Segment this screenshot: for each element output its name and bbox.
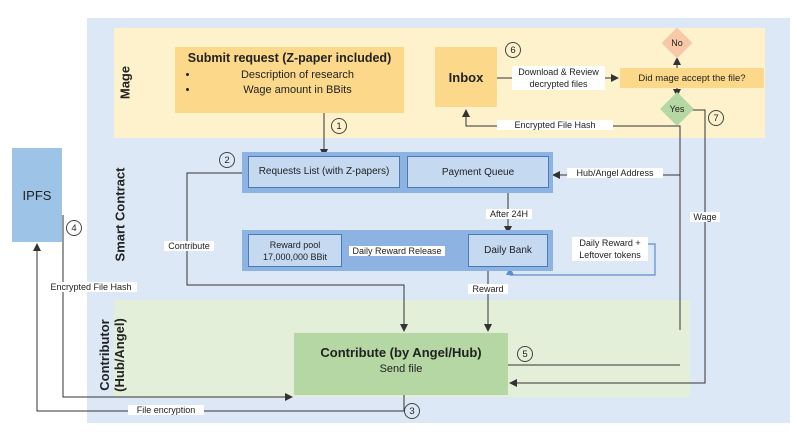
file-encryption-label: File encryption — [128, 405, 204, 415]
step-5: 5 — [517, 346, 533, 362]
contribute-box: Contribute (by Angel/Hub) Send file — [294, 333, 508, 395]
submit-request-bullets: Description of research Wage amount in B… — [183, 68, 396, 98]
encrypted-file-hash-label: Encrypted File Hash — [497, 120, 613, 130]
yes-label: Yes — [669, 104, 685, 114]
encrypted-file-hash-left-label: Encrypted File Hash — [45, 282, 137, 292]
inbox-box: Inbox — [435, 47, 497, 107]
reward-label: Reward — [468, 284, 508, 294]
submit-request-title: Submit request (Z-paper included) — [187, 51, 392, 65]
step-4: 4 — [66, 220, 82, 236]
step-2: 2 — [219, 152, 235, 168]
hub-angel-address-label: Hub/Angel Address — [567, 168, 663, 178]
reward-pool-box: Reward pool 17,000,000 BBit — [248, 234, 342, 267]
no-label: No — [671, 38, 683, 48]
wage-label: Wage — [690, 212, 720, 222]
daily-reward-release-label: Daily Reward Release — [349, 246, 445, 256]
daily-reward-leftover-label: Daily Reward + Leftover tokens — [572, 237, 648, 261]
after-24h-label: After 24H — [486, 209, 532, 219]
step-1: 1 — [331, 118, 347, 134]
contribute-subtitle: Send file — [379, 363, 423, 375]
contribute-label: Contribute — [164, 241, 214, 251]
contribute-title: Contribute (by Angel/Hub) — [320, 345, 482, 360]
requests-list-box: Requests List (with Z-papers) — [248, 156, 400, 188]
submit-request-box: Submit request (Z-paper included) Descri… — [175, 47, 404, 113]
bullet-wage: Wage amount in BBits — [199, 83, 396, 98]
step-7: 7 — [708, 110, 724, 126]
bullet-description: Description of research — [199, 68, 396, 83]
daily-bank-box: Daily Bank — [468, 234, 548, 267]
download-review-label: Download & Review decrypted files — [512, 66, 605, 90]
step-6: 6 — [505, 42, 521, 58]
step-3: 3 — [404, 403, 420, 419]
payment-queue-box: Payment Queue — [407, 156, 549, 188]
ipfs-box: IPFS — [12, 148, 62, 242]
accept-question-box: Did mage accept the file? — [620, 68, 764, 88]
